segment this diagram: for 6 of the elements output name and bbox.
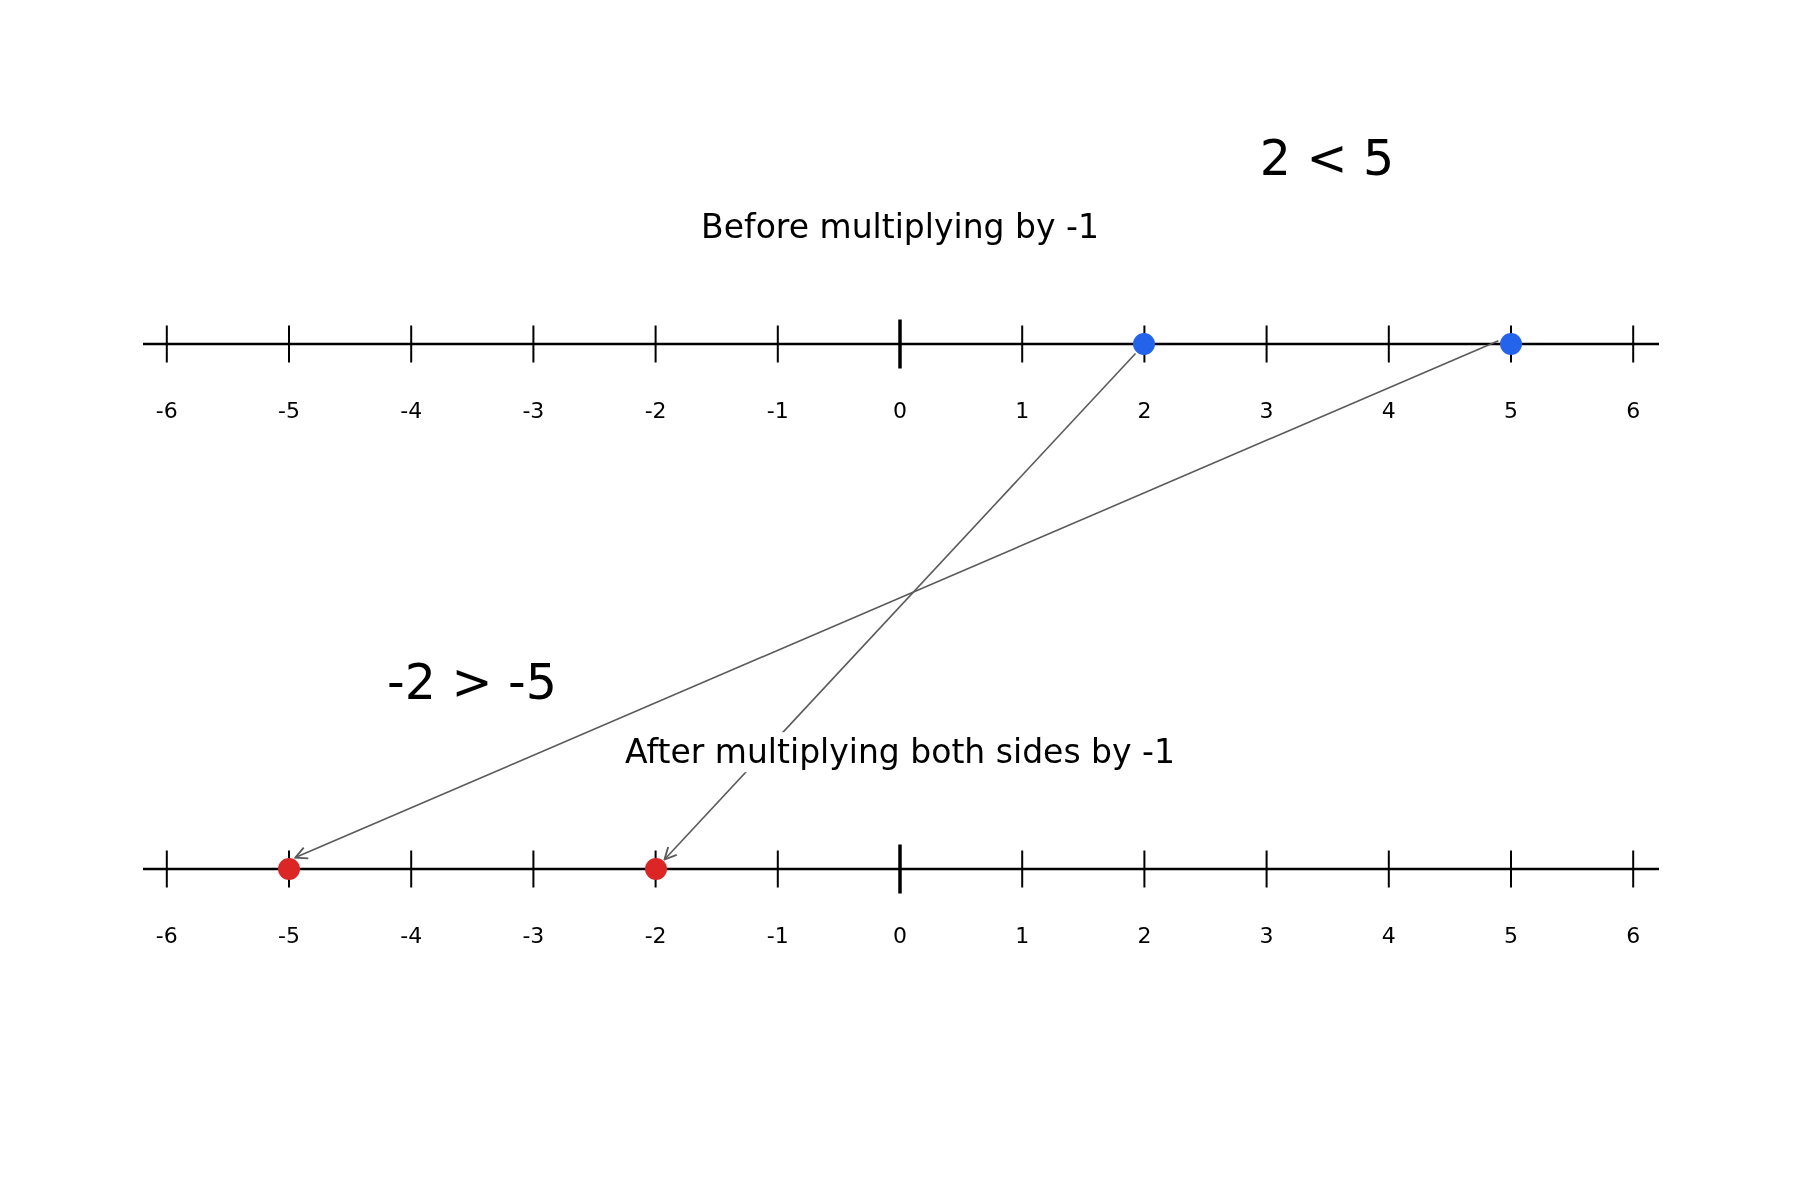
point-marker-icon: [644, 858, 667, 880]
point-marker-icon: [278, 858, 300, 880]
arrow: [663, 352, 1137, 861]
arrow: [294, 339, 1500, 860]
point-marker-icon: [1133, 333, 1156, 355]
point-marker-icon: [1500, 333, 1522, 355]
